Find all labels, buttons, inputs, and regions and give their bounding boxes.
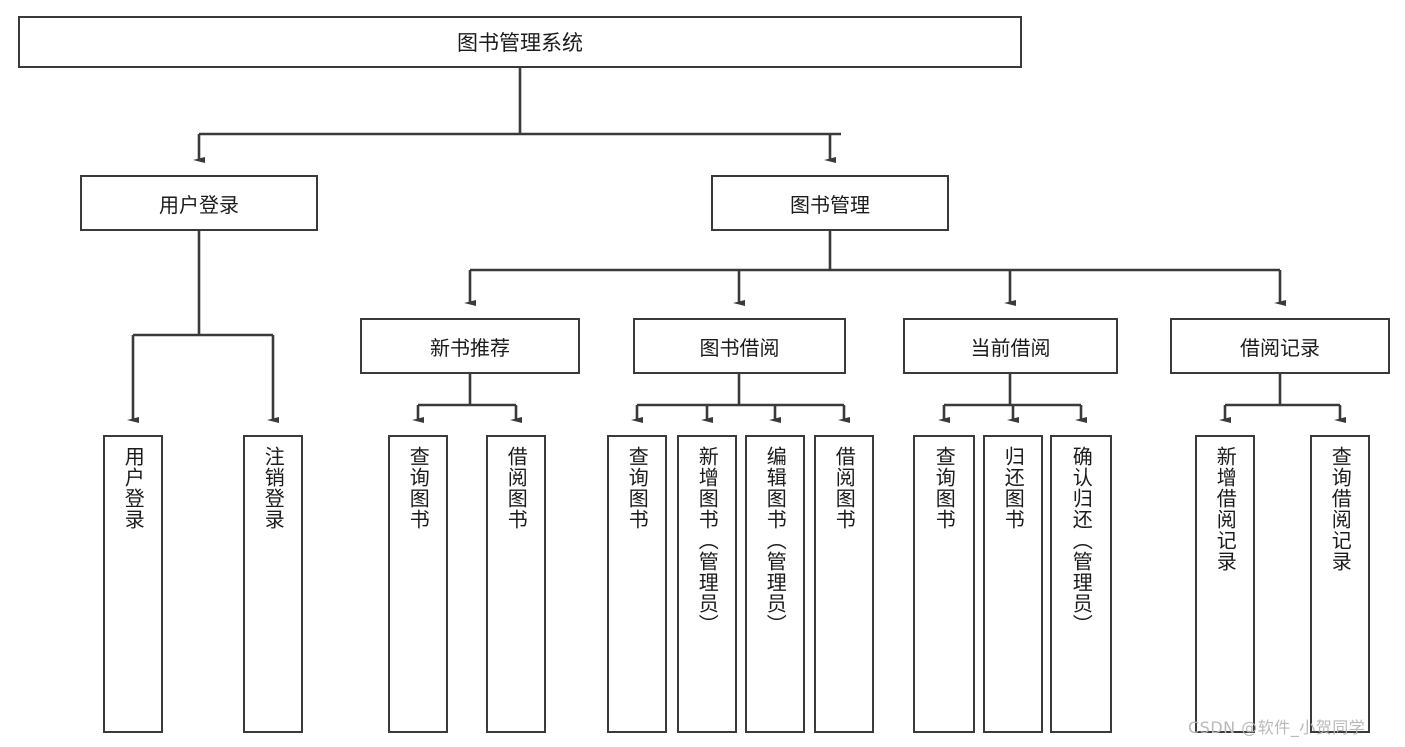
leaf-borrow-book-1[interactable]: 借阅图书 <box>486 435 546 733</box>
leaf-add-book-label: 新增图书（管理员） <box>695 446 720 635</box>
node-current-borrow[interactable]: 当前借阅 <box>903 318 1118 374</box>
leaf-return-book[interactable]: 归还图书 <box>983 435 1043 733</box>
leaf-borrow-book-1-label: 借阅图书 <box>504 446 529 530</box>
node-book-borrow[interactable]: 图书借阅 <box>633 318 846 374</box>
leaf-query-book-2[interactable]: 查询图书 <box>607 435 667 733</box>
node-new-book-recommend[interactable]: 新书推荐 <box>360 318 580 374</box>
watermark: CSDN @软件_小贺同学 <box>1188 718 1366 737</box>
node-user-login-label: 用户登录 <box>159 192 239 217</box>
leaf-user-logout[interactable]: 注销登录 <box>243 435 303 733</box>
leaf-add-record-label: 新增借阅记录 <box>1213 446 1238 572</box>
leaf-user-login[interactable]: 用户登录 <box>103 435 163 733</box>
leaf-add-book[interactable]: 新增图书（管理员） <box>677 435 737 733</box>
leaf-edit-book-label: 编辑图书（管理员） <box>763 446 788 635</box>
node-book-borrow-label: 图书借阅 <box>699 335 780 360</box>
leaf-borrow-book-2[interactable]: 借阅图书 <box>814 435 874 733</box>
leaf-query-book-1[interactable]: 查询图书 <box>388 435 448 733</box>
node-current-borrow-label: 当前借阅 <box>970 335 1051 360</box>
node-new-book-recommend-label: 新书推荐 <box>430 335 510 360</box>
leaf-query-book-3[interactable]: 查询图书 <box>913 435 975 733</box>
leaf-add-record[interactable]: 新增借阅记录 <box>1195 435 1255 733</box>
leaf-query-book-1-label: 查询图书 <box>406 446 431 530</box>
leaf-borrow-book-2-label: 借阅图书 <box>832 446 857 530</box>
node-user-login[interactable]: 用户登录 <box>80 175 318 231</box>
node-borrow-record-label: 借阅记录 <box>1240 335 1320 360</box>
leaf-query-record[interactable]: 查询借阅记录 <box>1310 435 1370 733</box>
node-root[interactable]: 图书管理系统 <box>18 16 1022 68</box>
leaf-edit-book[interactable]: 编辑图书（管理员） <box>745 435 805 733</box>
leaf-user-logout-label: 注销登录 <box>261 446 286 530</box>
node-borrow-record[interactable]: 借阅记录 <box>1170 318 1390 374</box>
node-root-label: 图书管理系统 <box>457 31 583 55</box>
leaf-confirm-return[interactable]: 确认归还（管理员） <box>1050 435 1112 733</box>
leaf-query-book-2-label: 查询图书 <box>625 446 650 530</box>
leaf-confirm-return-label: 确认归还（管理员） <box>1069 446 1094 635</box>
node-book-manage[interactable]: 图书管理 <box>711 175 949 231</box>
leaf-return-book-label: 归还图书 <box>1001 446 1026 530</box>
leaf-user-login-label: 用户登录 <box>121 446 146 530</box>
node-book-manage-label: 图书管理 <box>790 192 870 217</box>
leaf-query-book-3-label: 查询图书 <box>932 446 957 530</box>
leaf-query-record-label: 查询借阅记录 <box>1328 446 1353 572</box>
